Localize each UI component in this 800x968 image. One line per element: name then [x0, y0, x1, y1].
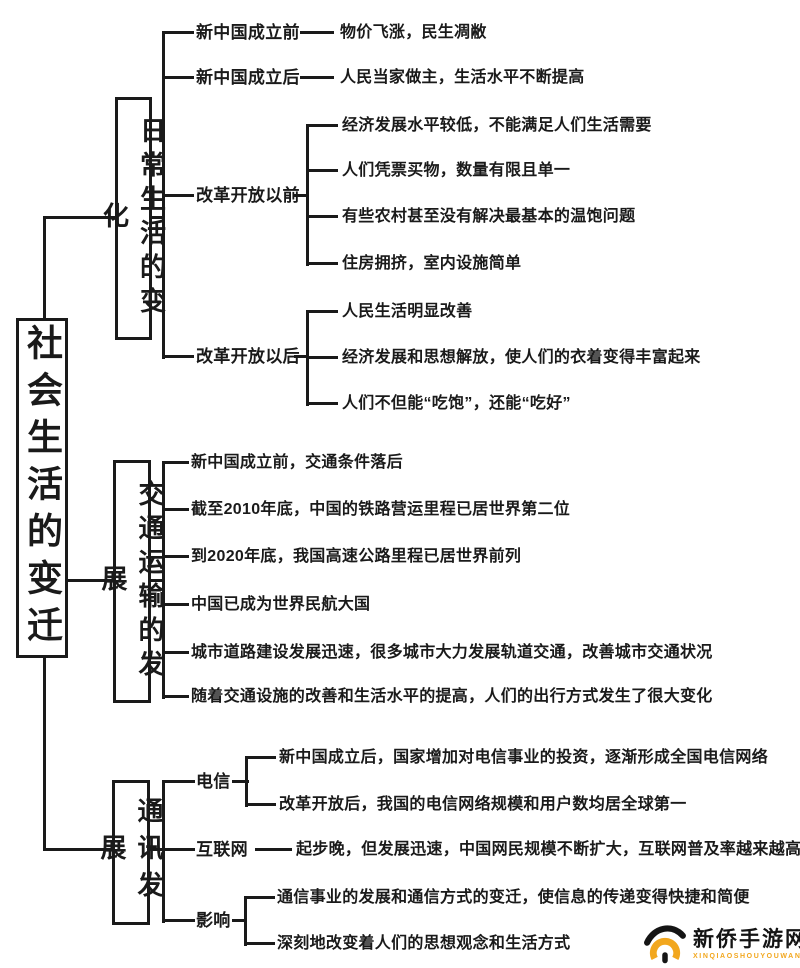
watermark-subtitle: XINQIAOSHOUYOUWANG [693, 952, 800, 960]
subbranch-label-after-prc: 新中国成立后 [196, 68, 300, 88]
connector [162, 355, 194, 358]
connector [150, 579, 164, 582]
connector [43, 848, 113, 851]
leaf-text: 通信事业的发展和通信方式的变迁，使信息的传递变得快捷和简便 [277, 888, 750, 906]
connector [255, 848, 292, 851]
connector [306, 124, 309, 266]
leaf-text: 有些农村甚至没有解决最基本的温饱问题 [342, 207, 636, 225]
leaf-text: 城市道路建设发展迅速，很多城市大力发展轨道交通，改善城市交通状况 [191, 643, 713, 661]
connector [232, 780, 249, 783]
connector [43, 216, 116, 219]
connector [300, 31, 334, 34]
leaf-text: 住房拥挤，室内设施简单 [342, 254, 522, 272]
branch-node-transportation: 交通运输的发展 [98, 460, 165, 703]
connector [162, 919, 195, 922]
leaf-text: 经济发展水平较低，不能满足人们生活需要 [342, 116, 652, 134]
leaf-text: 起步晚，但发展迅速，中国网民规模不断扩大，互联网普及率越来越高 [296, 840, 800, 858]
leaf-text: 人们凭票买物，数量有限且单一 [342, 161, 571, 179]
connector [306, 215, 338, 218]
connector [162, 461, 165, 699]
connector [162, 780, 195, 783]
connector [306, 356, 338, 359]
connector [306, 169, 338, 172]
connector [245, 756, 248, 807]
connector [67, 579, 114, 582]
connector [294, 355, 309, 358]
connector [245, 803, 276, 806]
connector [300, 76, 334, 79]
connector [162, 780, 165, 923]
connector [149, 848, 164, 851]
house-icon [644, 925, 686, 964]
connector [306, 310, 338, 313]
connector [162, 194, 194, 197]
connector [232, 919, 247, 922]
root-node: 社会生活的变迁 [16, 318, 68, 658]
subbranch-label-telecom: 电信 [196, 772, 231, 792]
leaf-text: 新中国成立前，交通条件落后 [191, 453, 403, 471]
leaf-text: 人民生活明显改善 [342, 302, 473, 320]
connector [162, 76, 194, 79]
branch-node-communication: 通讯发展 [97, 780, 164, 925]
leaf-text: 人民当家做主，生活水平不断提高 [340, 68, 585, 86]
leaf-text: 深刻地改变着人们的思想观念和生活方式 [277, 934, 571, 952]
subbranch-label-before-reform: 改革开放以前 [196, 186, 300, 206]
connector [43, 655, 46, 851]
connector [162, 651, 189, 654]
connector [162, 461, 189, 464]
leaf-text: 物价飞涨，民生凋敝 [340, 23, 487, 41]
connector [162, 555, 189, 558]
leaf-text: 改革开放后，我国的电信网络规模和用户数均居全球第一 [279, 795, 687, 813]
connector [43, 216, 46, 320]
subbranch-label-before-prc: 新中国成立前 [196, 23, 300, 43]
connector [162, 848, 195, 851]
leaf-text: 人们不但能“吃饱”，还能“吃好” [342, 394, 571, 412]
subbranch-label-internet: 互联网 [196, 840, 248, 860]
connector [151, 216, 164, 219]
connector [162, 31, 194, 34]
connector [306, 124, 338, 127]
leaf-text: 经济发展和思想解放，使人们的衣着变得丰富起来 [342, 348, 701, 366]
connector [294, 194, 309, 197]
connector [244, 896, 275, 899]
branch-node-daily-life: 日常生活的变化 [100, 97, 167, 340]
connector [244, 942, 275, 945]
leaf-text: 新中国成立后，国家增加对电信事业的投资，逐渐形成全国电信网络 [279, 748, 769, 766]
connector [245, 756, 276, 759]
connector [244, 896, 247, 946]
leaf-text: 中国已成为世界民航大国 [191, 595, 371, 613]
subbranch-label-impact: 影响 [196, 911, 231, 931]
watermark: 新侨手游网 XINQIAOSHOUYOUWANG [644, 922, 800, 966]
connector [162, 508, 189, 511]
connector [162, 603, 189, 606]
subbranch-label-after-reform: 改革开放以后 [196, 347, 300, 367]
leaf-text: 随着交通设施的改善和生活水平的提高，人们的出行方式发生了很大变化 [191, 687, 713, 705]
leaf-text: 到2020年底，我国高速公路里程已居世界前列 [191, 547, 522, 565]
watermark-title: 新侨手游网 [693, 927, 800, 951]
connector [306, 402, 338, 405]
connector [306, 262, 338, 265]
leaf-text: 截至2010年底，中国的铁路营运里程已居世界第二位 [191, 500, 571, 518]
connector [162, 695, 189, 698]
